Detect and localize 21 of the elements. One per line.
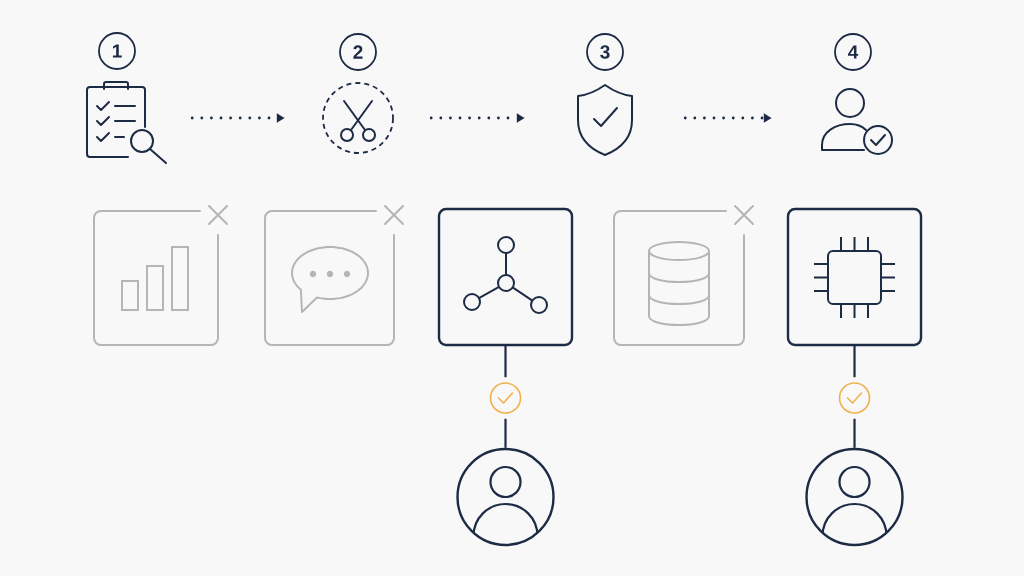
- connector-line: [504, 418, 507, 448]
- clipboard-icon: [86, 81, 167, 164]
- icon-card: [264, 210, 395, 346]
- avatar-circle: [805, 447, 904, 547]
- check-circle: [489, 382, 522, 414]
- step-number: 4: [834, 33, 872, 71]
- check-circle: [838, 382, 871, 414]
- shield-check-icon: [577, 84, 633, 156]
- connector-line: [504, 345, 507, 378]
- scissors-icon: [322, 82, 394, 154]
- icon-card: [786, 207, 923, 347]
- step-number: 1: [98, 32, 136, 70]
- icon-card: [93, 210, 219, 346]
- user-check-icon: [821, 88, 893, 155]
- icon-card: [613, 210, 745, 346]
- avatar-circle: [456, 447, 555, 547]
- connector-line: [853, 345, 856, 378]
- icon-card: [437, 207, 574, 347]
- step-number: 2: [339, 33, 377, 71]
- connector-line: [853, 418, 856, 448]
- step-number: 3: [586, 33, 624, 71]
